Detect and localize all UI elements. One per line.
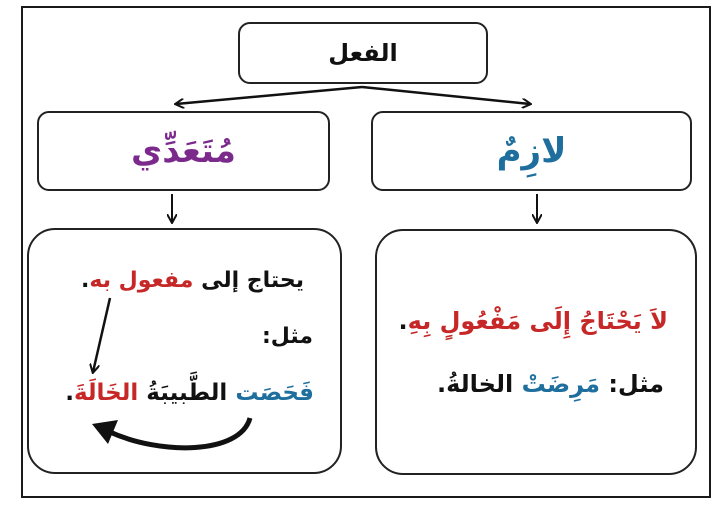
transitive-definition-end: .: [81, 268, 90, 293]
curved-arrow-verb-to-object: [108, 417, 253, 451]
arrow-object-to-example: [93, 297, 112, 372]
transitive-definition-start: يحتاج إلى: [201, 268, 304, 293]
intransitive-label: لازِمٌ: [496, 131, 567, 171]
root-node-verb: الفعل: [238, 22, 488, 84]
transitive-explanation-box: [27, 228, 342, 474]
page-frame: [21, 6, 711, 498]
intransitive-example: مثل: مَرِضَتْ الخالةُ.: [437, 370, 664, 398]
curved-arrow-head: [92, 420, 118, 444]
intransitive-definition-start: لاَ يَحْتَاجُ إِلَى: [529, 307, 668, 335]
arrow-root-to-intransitive: [361, 85, 530, 104]
transitive-example-label: مثل:: [261, 324, 313, 349]
intransitive-explanation-box: [375, 229, 697, 475]
transitive-definition-object: مفعول به: [89, 268, 194, 293]
root-node-label: الفعل: [328, 39, 398, 67]
arrow-root-to-transitive: [176, 85, 363, 104]
transitive-example-subject: الطَّبيبَةُ: [146, 380, 228, 406]
transitive-node: مُتَعَدِّي: [37, 111, 330, 191]
transitive-label: مُتَعَدِّي: [131, 131, 236, 171]
intransitive-definition-object: مَفْعُولٍ بِهِ: [407, 307, 522, 335]
transitive-example-object: الخَالَةَ: [73, 380, 139, 406]
intransitive-definition-end: .: [398, 307, 408, 335]
transitive-example: فَحَصَت الطَّبيبَةُ الخَالَةَ.: [65, 380, 314, 406]
transitive-example-end: .: [65, 380, 74, 406]
transitive-definition: يحتاج إلى مفعول به.: [81, 268, 304, 293]
intransitive-node: لازِمٌ: [371, 111, 692, 191]
intransitive-example-end: .: [436, 370, 447, 398]
intransitive-example-subject: الخالةُ: [446, 370, 514, 398]
intransitive-example-verb: مَرِضَتْ: [521, 370, 600, 398]
intransitive-definition: لاَ يَحْتَاجُ إِلَى مَفْعُولٍ بِهِ.: [399, 307, 668, 335]
intransitive-example-label: مثل:: [608, 370, 664, 398]
transitive-example-verb: فَحَصَت: [235, 380, 314, 406]
